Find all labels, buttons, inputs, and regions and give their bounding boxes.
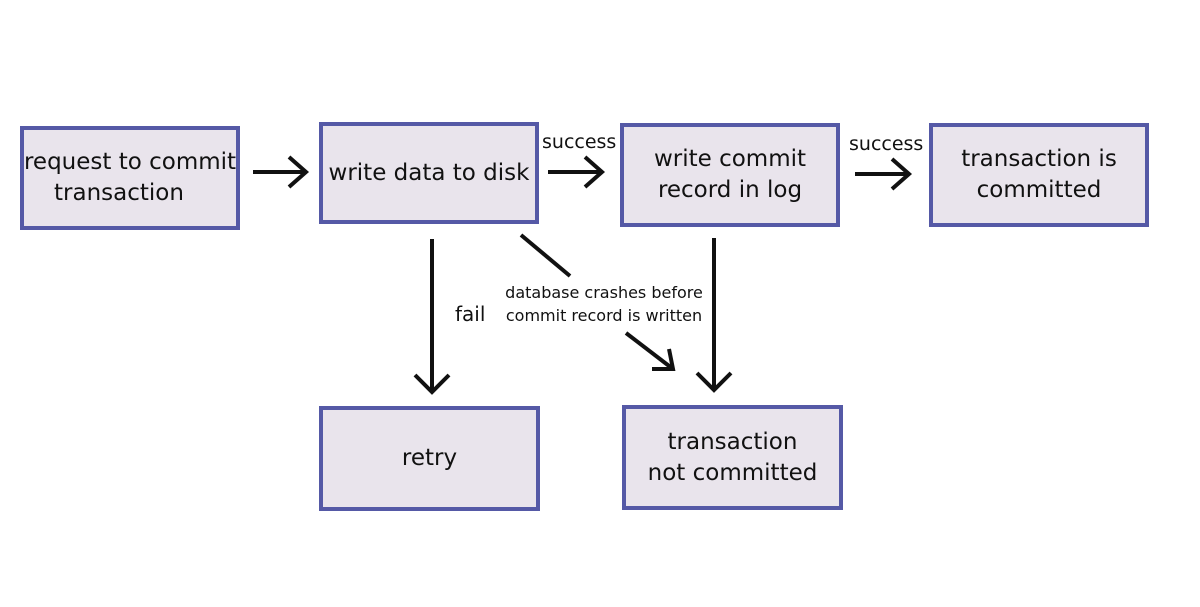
arrow-crash-segment-upper bbox=[519, 233, 572, 278]
node-request-line-2: transaction bbox=[54, 180, 184, 206]
node-not-committed-line-2: not committed bbox=[647, 459, 818, 486]
node-write-data-to-disk: write data to disk bbox=[319, 122, 539, 224]
node-transaction-not-committed: transaction not committed bbox=[622, 405, 843, 510]
arrow-request-to-write-data bbox=[253, 155, 310, 189]
edge-label-fail: fail bbox=[455, 302, 486, 326]
node-retry-line-1: retry bbox=[401, 445, 458, 471]
edge-label-database-crash: database crashes before commit record is… bbox=[498, 281, 710, 327]
node-request-to-commit: request to commit transaction bbox=[20, 126, 240, 230]
node-retry: retry bbox=[319, 406, 540, 511]
edge-label-success-1: success bbox=[542, 131, 617, 153]
arrow-write-data-to-write-commit bbox=[548, 155, 606, 189]
node-transaction-committed: transaction is committed bbox=[929, 123, 1149, 227]
edge-label-success-2: success bbox=[849, 133, 924, 155]
node-write-data-line-1: write data to disk bbox=[328, 159, 530, 186]
node-write-commit-line-1: write commit bbox=[653, 146, 807, 172]
edge-label-crash-line-1: database crashes before bbox=[505, 283, 703, 302]
node-write-commit-record: write commit record in log bbox=[620, 123, 840, 227]
node-committed-line-1: transaction is bbox=[961, 146, 1117, 172]
edge-label-crash-line-2: commit record is written bbox=[505, 306, 703, 325]
node-committed-line-2: committed bbox=[976, 177, 1102, 203]
arrow-write-commit-to-committed bbox=[855, 157, 913, 191]
node-not-committed-line-1: transaction bbox=[667, 428, 798, 455]
node-write-commit-line-2: record in log bbox=[657, 177, 803, 203]
arrow-write-data-to-retry bbox=[413, 239, 451, 395]
arrow-crash-to-not-committed bbox=[624, 331, 676, 371]
arrow-write-commit-to-not-committed bbox=[695, 238, 733, 393]
node-request-line-1: request to commit bbox=[23, 149, 237, 175]
